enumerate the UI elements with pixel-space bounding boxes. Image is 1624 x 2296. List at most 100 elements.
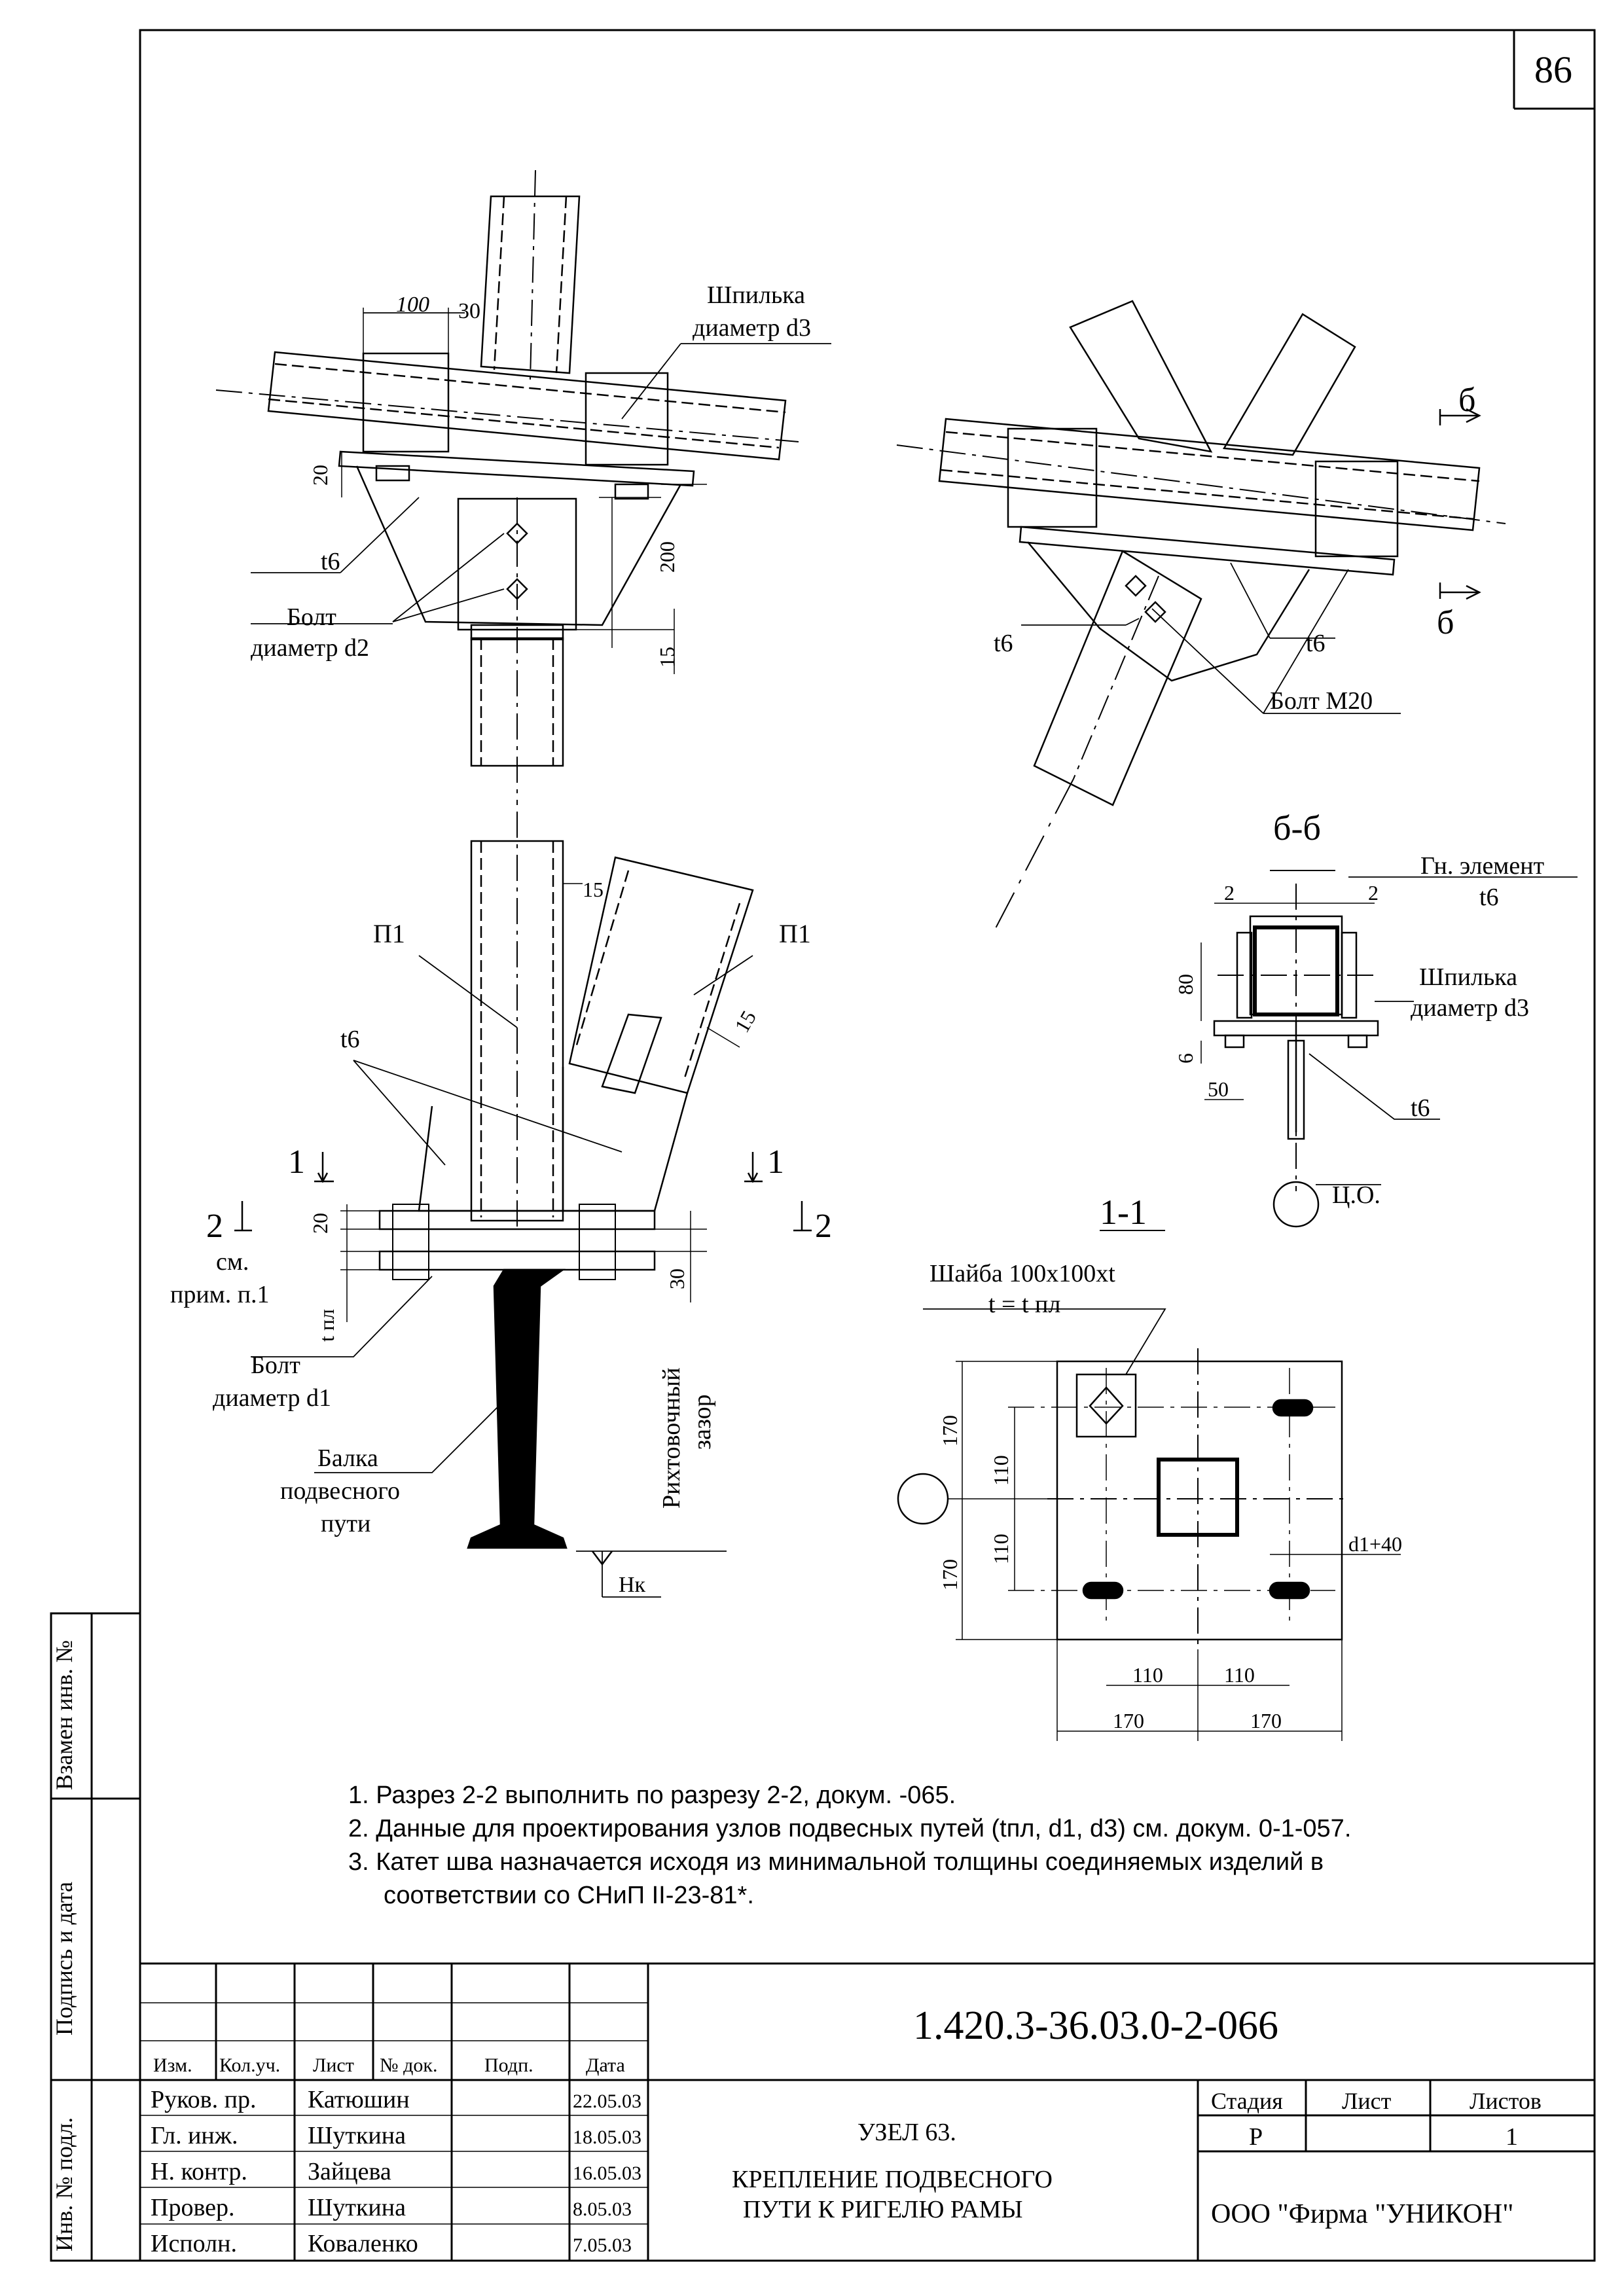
section-mark-b-top: б [1458, 382, 1475, 419]
bolt-d1-line1: Болт [251, 1352, 300, 1379]
label-t6-elev: t6 [340, 1026, 360, 1053]
dim-15-top: 15 [583, 878, 604, 901]
top-right-node [896, 300, 1506, 930]
sheet-frame [50, 29, 1596, 2262]
section-mark-b-bottom: б [1437, 604, 1454, 641]
dim-20: 20 [308, 465, 332, 486]
note-1: 1. Разрез 2-2 выполнить по разрезу 2-2, … [348, 1782, 956, 1809]
section-11 [897, 1230, 1401, 1741]
center-label: Ц.О. [1332, 1181, 1380, 1209]
bolt-d1-line2: диаметр d1 [213, 1384, 331, 1412]
row3-date: 16.05.03 [573, 2162, 641, 2184]
dim-slot: d1+40 [1348, 1532, 1402, 1556]
p1-label-right: П1 [779, 919, 811, 948]
dim-80: 80 [1174, 974, 1197, 995]
dim-20-elev: 20 [308, 1213, 332, 1234]
row4-name: Шуткина [308, 2194, 406, 2221]
header-sign: Подп. [484, 2054, 533, 2076]
top-left-node [215, 170, 831, 805]
element-label-line1: Гн. элемент [1420, 852, 1545, 880]
row2-role: Гл. инж. [151, 2122, 238, 2149]
row4-role: Провер. [151, 2194, 235, 2221]
stud-label-bb-line2: диаметр d3 [1411, 994, 1529, 1022]
dim-110-bottom-right: 110 [1224, 1663, 1255, 1687]
section-bb [1200, 870, 1578, 1228]
drawing-title-line2: КРЕПЛЕНИЕ ПОДВЕСНОГО [732, 2166, 1053, 2193]
elevation-view [234, 812, 812, 1598]
row1-role: Руков. пр. [151, 2086, 256, 2113]
washer-line2: t = t пл [988, 1291, 1060, 1318]
cut2-left: 2 [206, 1208, 223, 1245]
stud-label-bb-line1: Шпилька [1419, 963, 1517, 991]
header-kol: Кол.уч. [219, 2054, 280, 2076]
title-block-headers: Изм. Кол.уч. Лист № док. Подп. Дата [153, 2054, 625, 2076]
dim-50: 50 [1208, 1077, 1229, 1101]
dim-6: 6 [1174, 1053, 1197, 1064]
dim-30-elev: 30 [665, 1268, 689, 1289]
beam-label-line3: пути [321, 1510, 370, 1537]
header-doc: № док. [380, 2054, 437, 2076]
row4-date: 8.05.03 [573, 2198, 632, 2220]
p1-label-left: П1 [373, 919, 405, 948]
dim-170-bottom-left: 170 [1113, 1709, 1144, 1732]
label-t6: t6 [321, 548, 340, 575]
washer-line1: Шайба 100x100xt [929, 1260, 1115, 1287]
section-11-title: 1-1 [1100, 1193, 1147, 1232]
row3-role: Н. контр. [151, 2158, 247, 2185]
cut1-right: 1 [767, 1143, 784, 1181]
header-date: Дата [586, 2054, 625, 2076]
header-izm: Изм. [153, 2054, 192, 2076]
bolt-label-line1: Болт [287, 603, 336, 631]
section-bb-title: б-б [1273, 808, 1321, 848]
dim-110-left-bottom: 110 [989, 1534, 1013, 1564]
title-block [140, 1962, 1595, 2261]
stamp-inv-original: Инв. № подл. [51, 2117, 77, 2251]
doc-code: 1.420.3-36.03.0-2-066 [913, 2003, 1278, 2048]
stage-header: Стадия [1211, 2088, 1283, 2114]
dim-110-left-top: 110 [989, 1455, 1013, 1486]
dim-15-right: 15 [730, 1007, 761, 1037]
dim-170-left-bottom: 170 [938, 1559, 962, 1590]
dim-100: 100 [396, 293, 429, 317]
dim-170-bottom-right: 170 [1250, 1709, 1282, 1732]
beam-label-line2: подвесного [280, 1477, 400, 1505]
title-block-rows: Руков. пр. Катюшин 22.05.03 Гл. инж. Шут… [151, 2086, 641, 2257]
note-3-continued: соответствии со СНиП II-23-81*. [384, 1882, 754, 1909]
dim-30: 30 [458, 299, 480, 323]
drawing-title-line3: ПУТИ К РИГЕЛЮ РАМЫ [743, 2196, 1023, 2223]
row1-date: 22.05.03 [573, 2090, 641, 2112]
see-note-line1: см. [216, 1248, 249, 1276]
sheet-number: 86 [1534, 48, 1572, 91]
stage-value: Р [1249, 2123, 1263, 2151]
element-label-line2: t6 [1479, 884, 1499, 911]
see-note-line2: прим. п.1 [170, 1281, 270, 1308]
label-t6-left: t6 [994, 630, 1013, 657]
dim-2-right: 2 [1368, 881, 1379, 905]
header-list: Лист [313, 2054, 354, 2076]
dim-170-left-top: 170 [938, 1415, 962, 1446]
dim-15: 15 [655, 647, 679, 668]
note-2: 2. Данные для проектирования узлов подве… [348, 1815, 1352, 1842]
dim-200: 200 [655, 541, 679, 573]
drawing-title-line1: УЗЕЛ 63. [857, 2119, 956, 2146]
sheets-header: Листов [1470, 2088, 1542, 2114]
stud-label-line1: Шпилька [707, 281, 805, 309]
notes: 1. Разрез 2-2 выполнить по разрезу 2-2, … [348, 1779, 1579, 1912]
dim-2-left: 2 [1224, 881, 1235, 905]
row3-name: Зайцева [308, 2158, 391, 2185]
bolt-label-line2: диаметр d2 [251, 634, 369, 662]
row1-name: Катюшин [308, 2086, 410, 2113]
row5-date: 7.05.03 [573, 2234, 632, 2256]
shim-gap-line2: зазор [689, 1394, 716, 1450]
label-t6-bb: t6 [1411, 1094, 1430, 1122]
label-t6-right: t6 [1306, 630, 1326, 657]
row5-role: Исполн. [151, 2230, 237, 2257]
shim-gap-line1: Рихтовочный [658, 1367, 685, 1509]
bolt-m20-label: Болт М20 [1270, 687, 1373, 715]
row5-name: Коваленко [308, 2230, 418, 2257]
company-name: ООО "Фирма "УНИКОН" [1211, 2199, 1513, 2229]
t-pl-label: t пл [315, 1309, 338, 1342]
sheet-header: Лист [1342, 2088, 1392, 2114]
stud-label-line2: диаметр d3 [693, 314, 811, 342]
